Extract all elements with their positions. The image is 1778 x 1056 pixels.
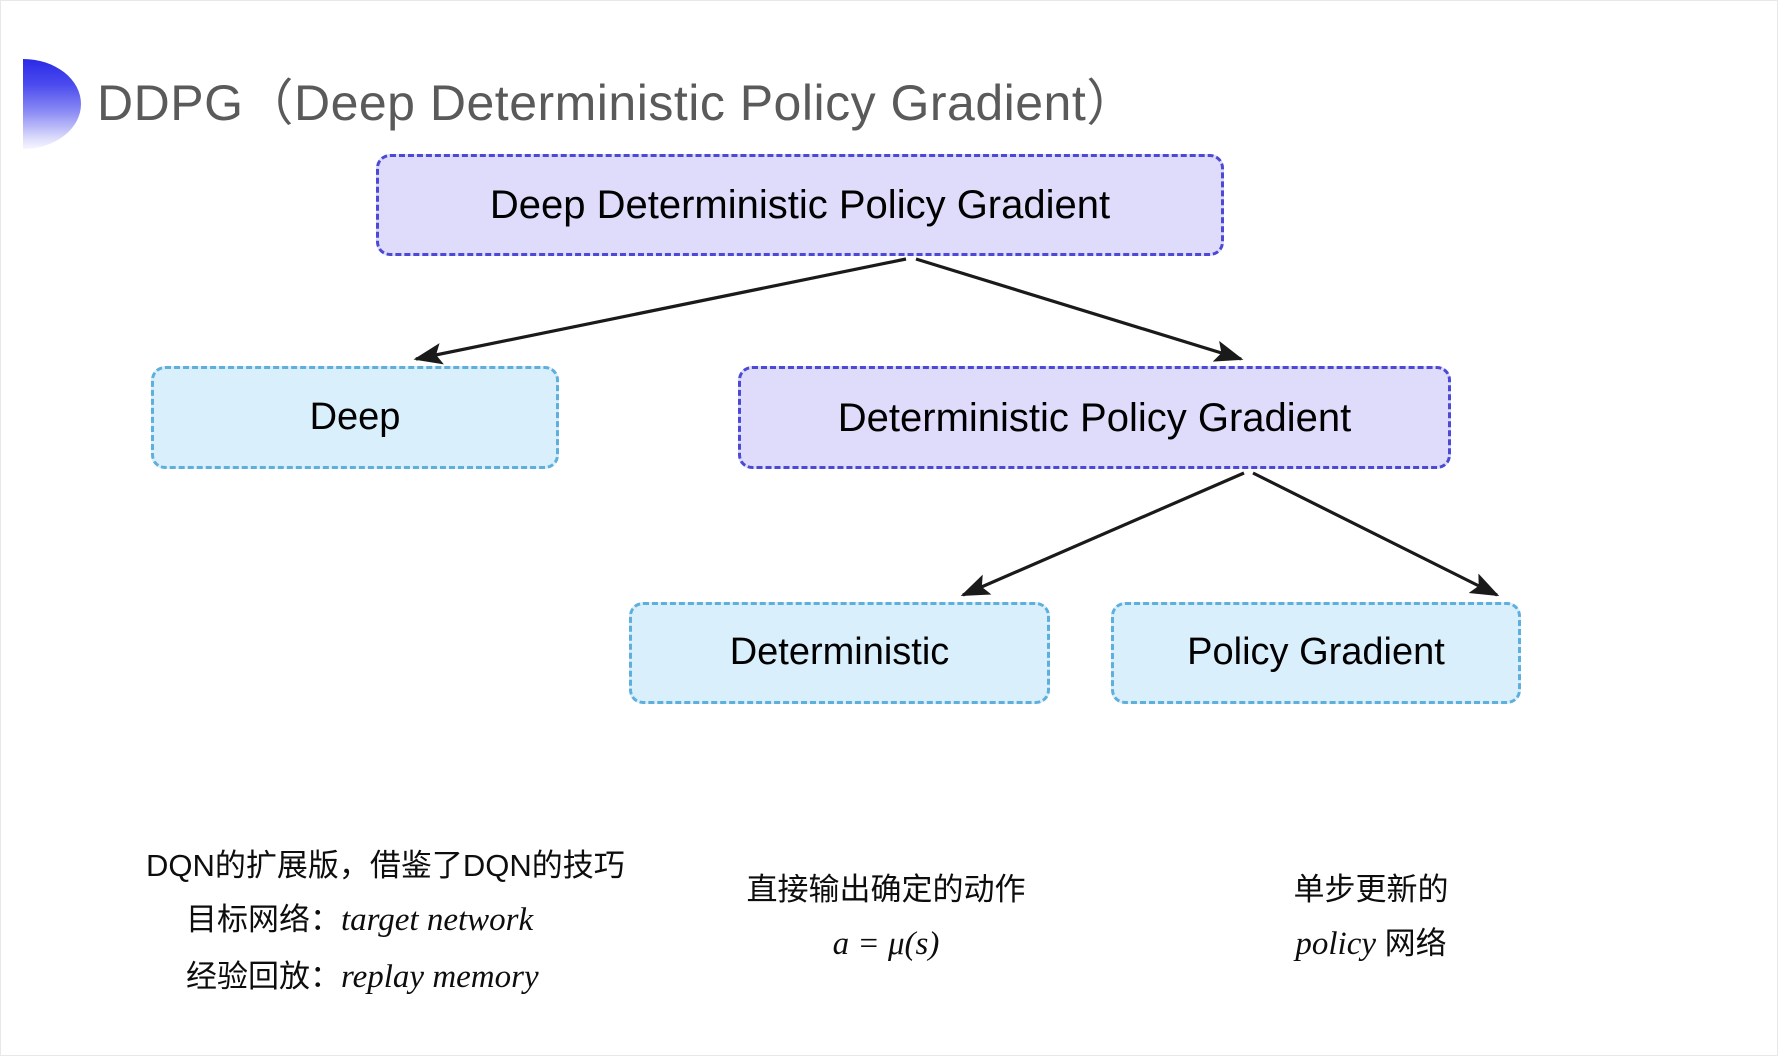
node-label: Policy Gradient [1187, 631, 1445, 674]
node-deep[interactable]: Deep [151, 366, 559, 469]
node-deterministic-policy-gradient[interactable]: Deterministic Policy Gradient [738, 366, 1451, 469]
annotation-deep-line3-label: 经验回放： [186, 959, 341, 995]
annotation-deep-line2-term: target network [341, 902, 534, 939]
annotation-deterministic-formula: a = μ(s) [832, 926, 940, 963]
annotation-policy-gradient: 单步更新的 policy 网络 [1251, 863, 1491, 973]
node-label: Deep Deterministic Policy Gradient [489, 183, 1111, 227]
annotation-policy-gradient-term: policy [1295, 926, 1376, 963]
annotation-policy-gradient-line1: 单步更新的 [1293, 872, 1449, 907]
annotation-deep: DQN的扩展版，借鉴了DQN的技巧 目标网络：target network 经验… [146, 839, 625, 1006]
node-policy-gradient[interactable]: Policy Gradient [1111, 602, 1521, 704]
annotation-deep-line3: 经验回放：replay memory [146, 949, 625, 1006]
node-deep-deterministic-policy-gradient[interactable]: Deep Deterministic Policy Gradient [376, 154, 1224, 256]
annotation-policy-gradient-line2: policy 网络 [1251, 916, 1491, 973]
annotation-deep-line2: 目标网络：target network [146, 892, 625, 949]
node-label: Deterministic [729, 631, 950, 674]
annotation-deep-line2-label: 目标网络： [186, 902, 341, 938]
annotation-deterministic-line1: 直接输出确定的动作 [746, 872, 1026, 907]
node-label: Deep [309, 395, 401, 438]
annotation-deterministic: 直接输出确定的动作 a = μ(s) [731, 863, 1041, 973]
annotation-deep-line1: DQN的扩展版，借鉴了DQN的技巧 [146, 848, 625, 883]
annotation-policy-gradient-suffix: 网络 [1376, 926, 1447, 962]
node-deterministic[interactable]: Deterministic [629, 602, 1050, 704]
annotation-deep-line3-term: replay memory [341, 959, 539, 996]
node-label: Deterministic Policy Gradient [837, 395, 1352, 440]
title-decoration-icon [23, 59, 81, 149]
page-title: DDPG（Deep Deterministic Policy Gradient） [97, 75, 1137, 131]
